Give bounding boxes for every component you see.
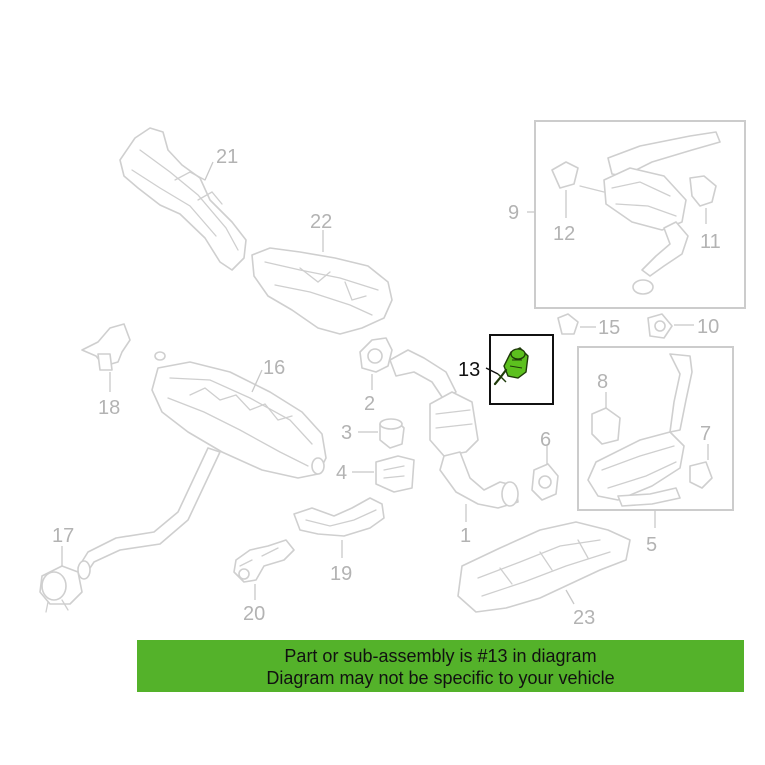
callout-7: 7	[700, 423, 711, 445]
callout-17: 17	[52, 525, 74, 547]
part-2-gasket: 2	[359, 337, 393, 415]
part-13-highlight: 13	[458, 334, 554, 405]
callout-11: 11	[700, 231, 721, 253]
callout-4: 4	[336, 462, 347, 484]
assembly-5-frame: 8 7 5	[577, 346, 734, 556]
callout-12: 12	[553, 223, 575, 245]
part-13-component	[493, 347, 529, 386]
part-23-heat-shield: 23	[457, 521, 631, 629]
part-10-gasket: 10	[647, 313, 719, 339]
part-3-insulator: 3	[341, 418, 405, 449]
banner-line-1: Part or sub-assembly is #13 in diagram	[284, 646, 597, 666]
callout-23: 23	[573, 607, 595, 629]
part-6-gasket: 6	[531, 429, 559, 501]
callout-20: 20	[243, 603, 265, 625]
part-19-hose: 19	[293, 497, 385, 585]
callout-6: 6	[540, 429, 551, 451]
callout-8: 8	[597, 371, 608, 393]
callout-10: 10	[697, 316, 719, 338]
part-16-muffler: 16	[77, 351, 327, 580]
callout-19: 19	[330, 563, 352, 585]
assembly-9-frame: 9 12 11	[508, 120, 746, 309]
part-17-clamp: 17	[39, 525, 83, 613]
callout-15: 15	[598, 317, 620, 339]
part-21-heat-shield: 21	[119, 127, 247, 271]
callout-1: 1	[460, 525, 471, 547]
banner-line-2: Diagram may not be specific to your vehi…	[266, 668, 615, 688]
part-20-hose: 20	[233, 539, 295, 625]
callout-3: 3	[341, 422, 352, 444]
part-1-converter: 1	[389, 349, 519, 547]
part-15-gasket: 15	[557, 313, 620, 339]
callout-5: 5	[646, 534, 657, 556]
part-22-heat-shield: 22	[251, 211, 393, 335]
part-4-bracket: 4	[336, 455, 415, 493]
part-18-bracket: 18	[81, 323, 131, 419]
callout-16: 16	[263, 357, 285, 379]
callout-2: 2	[364, 393, 375, 415]
info-banner: Part or sub-assembly is #13 in diagram D…	[137, 640, 744, 692]
callout-18: 18	[98, 397, 120, 419]
callout-21: 21	[216, 146, 238, 168]
callout-9: 9	[508, 202, 519, 224]
callout-22: 22	[310, 211, 332, 233]
callout-13: 13	[458, 359, 480, 381]
